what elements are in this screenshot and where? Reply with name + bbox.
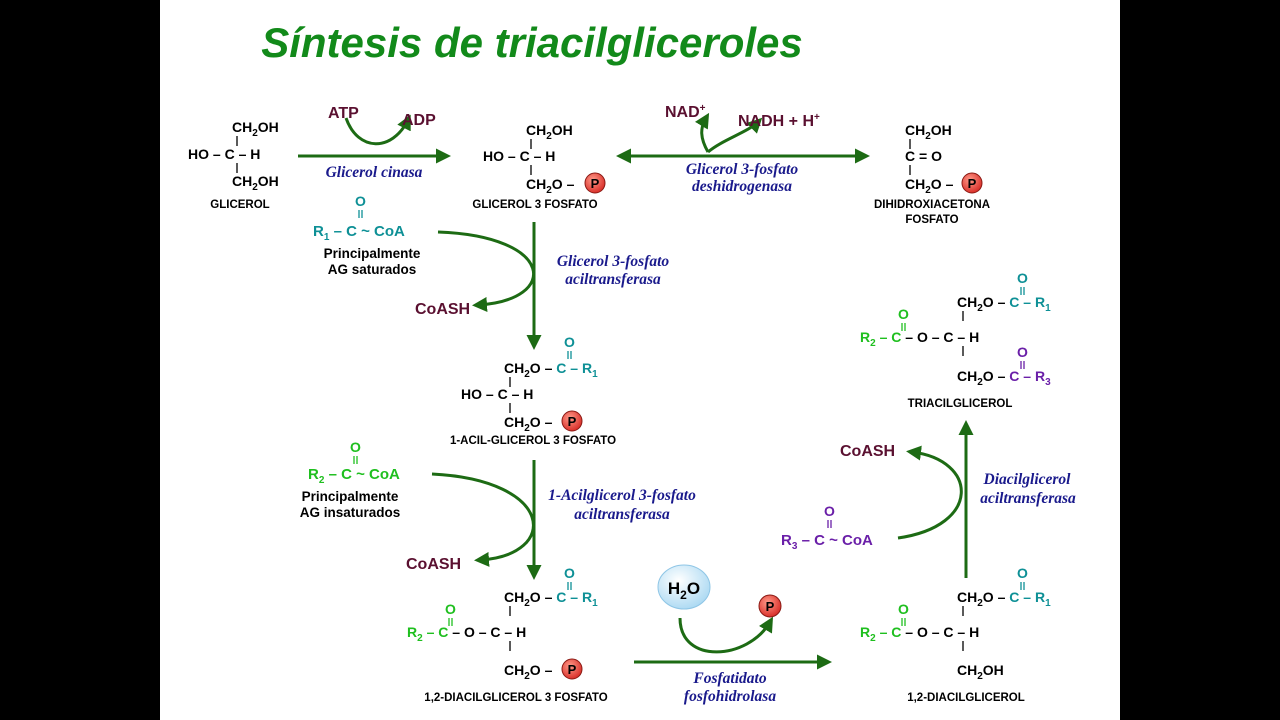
phosphate-icon: P (561, 658, 583, 680)
dhap-structure: CH2OH C = O CH2O – P DIHIDROXIACETONA FO… (874, 122, 990, 226)
svg-text:CH2OH: CH2OH (905, 122, 952, 142)
svg-text:P: P (766, 599, 775, 614)
tag-structure: O CH2O – C – R1 O R2 – C – O – C – H O C… (860, 270, 1051, 410)
svg-text:R2 – C ~ CoA: R2 – C ~ CoA (308, 466, 400, 486)
arrow-r1-to-coash (437, 230, 535, 312)
svg-text:O: O (350, 439, 361, 455)
svg-text:CH2O – C – R3: CH2O – C – R3 (957, 368, 1051, 388)
svg-text:O: O (1017, 565, 1028, 581)
svg-text:CH2OH: CH2OH (232, 119, 279, 139)
dag3p-label: 1,2-DIACILGLICEROL 3 FOSFATO (424, 692, 607, 704)
svg-text:CH2O –: CH2O – (504, 414, 553, 434)
dhap-label-line1: DIHIDROXIACETONA (874, 199, 990, 211)
svg-text:R2 – C – O – C – H: R2 – C – O – C – H (407, 624, 526, 644)
svg-text:P: P (591, 176, 600, 191)
svg-text:O: O (1017, 270, 1028, 286)
svg-text:CH2O – C – R1: CH2O – C – R1 (504, 589, 598, 609)
g3p-label: GLICEROL 3 FOSFATO (472, 199, 597, 211)
arrow-r3-to-coash (897, 445, 963, 540)
svg-text:R3 – C ~ CoA: R3 – C ~ CoA (781, 532, 873, 552)
enzyme-dag-at-line1: Diacilglicerol (983, 471, 1072, 488)
phosphate-icon: P (961, 172, 983, 194)
svg-text:CH2O –: CH2O – (504, 662, 553, 682)
dag-structure: O CH2O – C – R1 O R2 – C – O – C – H CH2… (860, 565, 1051, 704)
svg-text:O: O (564, 565, 575, 581)
enzyme-fosfohidrolasa-line2: fosfohidrolasa (684, 688, 776, 705)
enzyme-fosfohidrolasa-line1: Fosfatidato (692, 670, 766, 687)
svg-text:HO – C – H: HO – C – H (188, 146, 260, 162)
svg-text:O: O (564, 334, 575, 350)
slide: Síntesis de triacilgliceroles CH2OH HO –… (160, 0, 1120, 720)
svg-text:CH2OH: CH2OH (232, 173, 279, 193)
r1-note-line2: AG saturados (328, 262, 417, 277)
svg-text:CH2OH: CH2OH (526, 122, 573, 142)
nad-label: NAD+ (665, 103, 706, 121)
svg-text:CH2O –: CH2O – (526, 176, 575, 196)
coash-label-1: CoASH (415, 301, 470, 318)
enzyme-g3p-dh-line1: Glicerol 3-fosfato (686, 161, 799, 178)
nadh-label: NADH + H+ (738, 112, 820, 130)
enzyme-agp-at-line2: aciltransferasa (574, 506, 670, 523)
arrow-r2-to-coash (431, 472, 535, 567)
svg-text:O: O (898, 306, 909, 322)
svg-text:CH2OH: CH2OH (957, 662, 1004, 682)
enzyme-agp-at-line1: 1-Acilglicerol 3-fosfato (548, 487, 696, 504)
adp-label: ADP (402, 112, 436, 129)
svg-text:P: P (568, 414, 577, 429)
arrow-to-nadh (707, 117, 763, 154)
svg-text:R2 – C – O – C – H: R2 – C – O – C – H (860, 329, 979, 349)
r1-acyl-coa: O R1 – C ~ CoA Principalmente AG saturad… (313, 193, 421, 277)
dhap-label-line2: FOSFATO (905, 214, 958, 226)
atp-label: ATP (328, 105, 359, 122)
svg-text:CH2O – C – R1: CH2O – C – R1 (957, 589, 1051, 609)
svg-text:C = O: C = O (905, 148, 942, 164)
svg-text:CH2O – C – R1: CH2O – C – R1 (504, 360, 598, 380)
svg-text:R2 – C – O – C – H: R2 – C – O – C – H (860, 624, 979, 644)
svg-text:O: O (1017, 344, 1028, 360)
r2-note-line2: AG insaturados (300, 505, 401, 520)
arrow-to-nad (694, 112, 710, 153)
arrow-water-to-phosphate (678, 616, 774, 654)
svg-text:O: O (898, 601, 909, 617)
svg-text:HO – C – H: HO – C – H (461, 386, 533, 402)
r3-acyl-coa: O R3 – C ~ CoA (781, 503, 873, 552)
dag3p-structure: O CH2O – C – R1 O R2 – C – O – C – H CH2… (407, 565, 608, 704)
svg-text:H2O: H2O (668, 579, 700, 602)
r2-note-line1: Principalmente (302, 489, 399, 504)
svg-text:P: P (968, 176, 977, 191)
arrow-atp-to-adp (344, 114, 411, 146)
phosphate-icon: P (758, 594, 782, 618)
enzyme-dag-at-line2: aciltransferasa (980, 490, 1076, 507)
enzyme-glicerol-cinasa: Glicerol cinasa (326, 164, 423, 181)
r1-note-line1: Principalmente (324, 246, 421, 261)
svg-text:R1 – C ~ CoA: R1 – C ~ CoA (313, 223, 405, 243)
phosphate-icon: P (561, 410, 583, 432)
g3p-structure: CH2OH HO – C – H CH2O – P GLICEROL 3 FOS… (472, 122, 606, 211)
glycerol-label: GLICEROL (210, 199, 269, 211)
svg-text:P: P (568, 662, 577, 677)
coash-label-2: CoASH (406, 556, 461, 573)
acylg3p-structure: O CH2O – C – R1 HO – C – H CH2O – P 1-AC… (450, 334, 616, 447)
phosphate-icon: P (584, 172, 606, 194)
r2-acyl-coa: O R2 – C ~ CoA Principalmente AG insatur… (300, 439, 401, 520)
acylg3p-label: 1-ACIL-GLICEROL 3 FOSFATO (450, 435, 616, 447)
svg-text:CH2O –: CH2O – (905, 176, 954, 196)
glycerol-structure: CH2OH HO – C – H CH2OH GLICEROL (188, 119, 279, 211)
svg-text:CH2O – C – R1: CH2O – C – R1 (957, 294, 1051, 314)
coash-label-3: CoASH (840, 443, 895, 460)
dag-label: 1,2-DIACILGLICEROL (907, 692, 1025, 704)
triacylglycerol-synthesis-diagram: Síntesis de triacilgliceroles CH2OH HO –… (188, 19, 1076, 705)
water-bubble: H2O (657, 564, 711, 610)
svg-text:HO – C – H: HO – C – H (483, 148, 555, 164)
enzyme-g3p-at-line2: aciltransferasa (565, 271, 661, 288)
svg-text:O: O (355, 193, 366, 209)
enzyme-g3p-at-line1: Glicerol 3-fosfato (557, 253, 670, 270)
svg-text:O: O (445, 601, 456, 617)
svg-text:O: O (824, 503, 835, 519)
tag-label: TRIACILGLICEROL (908, 398, 1013, 410)
page-title: Síntesis de triacilgliceroles (261, 19, 803, 66)
enzyme-g3p-dh-line2: deshidrogenasa (692, 178, 792, 195)
